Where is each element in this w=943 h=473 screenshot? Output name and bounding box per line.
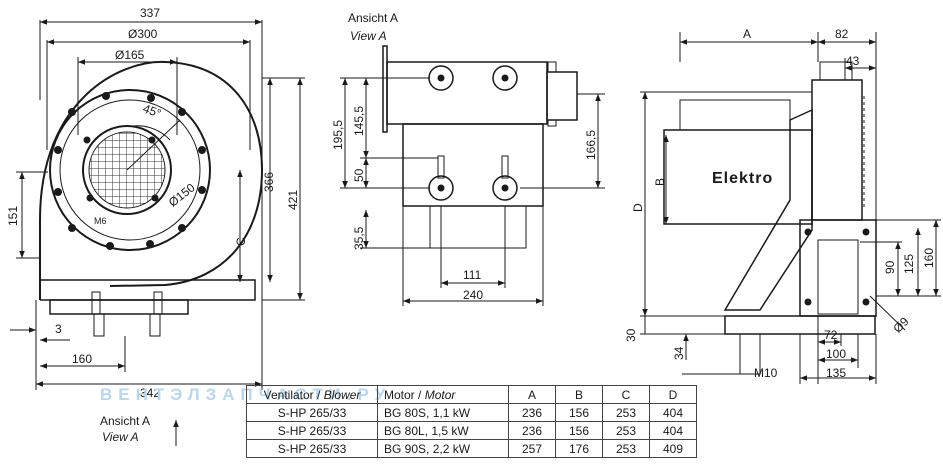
cell-motor: BG 80L, 1,5 kW: [377, 421, 509, 440]
dim-90: 90: [883, 260, 897, 274]
dim-337: 337: [140, 6, 161, 20]
spec-table: Ventilator / Blower Motor / Motor A B C …: [246, 385, 697, 458]
dim-166-5: 166,5: [584, 129, 598, 160]
screw-label: M6: [94, 216, 107, 226]
cell-d: 404: [649, 421, 697, 440]
dim-151: 151: [6, 205, 20, 226]
col-header-motor: Motor / Motor: [377, 385, 509, 404]
bolt-m10: M10: [754, 366, 778, 380]
cell-c: 253: [602, 421, 650, 440]
cell-c: 253: [602, 439, 650, 458]
dim-D: D: [631, 203, 645, 212]
dim-160-motor: 160: [922, 247, 936, 268]
cell-a: 257: [508, 439, 556, 458]
view2-title-en: View A: [350, 29, 387, 43]
dim-125: 125: [902, 253, 916, 274]
dim-240: 240: [463, 288, 484, 302]
dim-145-5: 145,5: [352, 105, 366, 136]
cell-b: 156: [555, 421, 603, 440]
col-header-c: C: [602, 385, 650, 404]
dim-421: 421: [286, 189, 300, 210]
dim-195-5: 195,5: [331, 119, 345, 150]
cell-model: S-HP 265/33: [246, 439, 378, 458]
col-header-d: D: [649, 385, 697, 404]
table-row: S-HP 265/33 BG 80L, 1,5 kW 236 156 253 4…: [246, 421, 697, 440]
dim-inner-diameter: Ø165: [115, 48, 145, 62]
cell-d: 404: [649, 403, 697, 422]
table-row: S-HP 265/33 BG 80S, 1,1 kW 236 156 253 4…: [246, 403, 697, 422]
col-header-a: A: [508, 385, 556, 404]
dim-B: B: [653, 177, 667, 186]
dim-C-front: C: [234, 237, 248, 246]
dim-82: 82: [835, 27, 849, 41]
dim-100: 100: [826, 347, 847, 361]
dim-A: A: [743, 27, 752, 41]
dim-135: 135: [826, 366, 847, 380]
dim-111: 111: [463, 268, 482, 282]
table-row: S-HP 265/33 BG 90S, 2,2 kW 257 176 253 4…: [246, 439, 697, 458]
cell-model: S-HP 265/33: [246, 403, 378, 422]
cell-d: 409: [649, 439, 697, 458]
dim-160: 160: [72, 352, 93, 366]
cell-b: 176: [555, 439, 603, 458]
view2-title: Ansicht A: [348, 11, 399, 25]
side-view-a: [340, 45, 605, 306]
dim-72: 72: [824, 328, 838, 342]
col-header-b: B: [555, 385, 603, 404]
dim-50: 50: [352, 168, 366, 182]
dim-3: 3: [55, 322, 62, 336]
cell-a: 236: [508, 403, 556, 422]
motor-label: Elektro: [712, 170, 774, 187]
dim-34: 34: [672, 346, 686, 360]
cell-a: 236: [508, 421, 556, 440]
dim-43: 43: [846, 54, 860, 68]
dim-30: 30: [624, 328, 638, 342]
front-view: [10, 19, 305, 446]
dim-342: 342: [140, 386, 161, 400]
dim-35-5: 35,5: [352, 226, 366, 250]
dim-outer-diameter: Ø300: [128, 27, 158, 41]
cell-c: 253: [602, 403, 650, 422]
motor-view: [640, 32, 941, 384]
view-a-label: Ansicht A: [100, 414, 151, 428]
cell-motor: BG 80S, 1,1 kW: [377, 403, 509, 422]
table-header-row: Ventilator / Blower Motor / Motor A B C …: [246, 385, 697, 404]
cell-b: 156: [555, 403, 603, 422]
cell-model: S-HP 265/33: [246, 421, 378, 440]
view-a-label-en: View A: [102, 430, 139, 444]
col-header-blower: Ventilator / Blower: [246, 385, 378, 404]
cell-motor: BG 90S, 2,2 kW: [377, 439, 509, 458]
dim-366: 366: [262, 171, 276, 192]
